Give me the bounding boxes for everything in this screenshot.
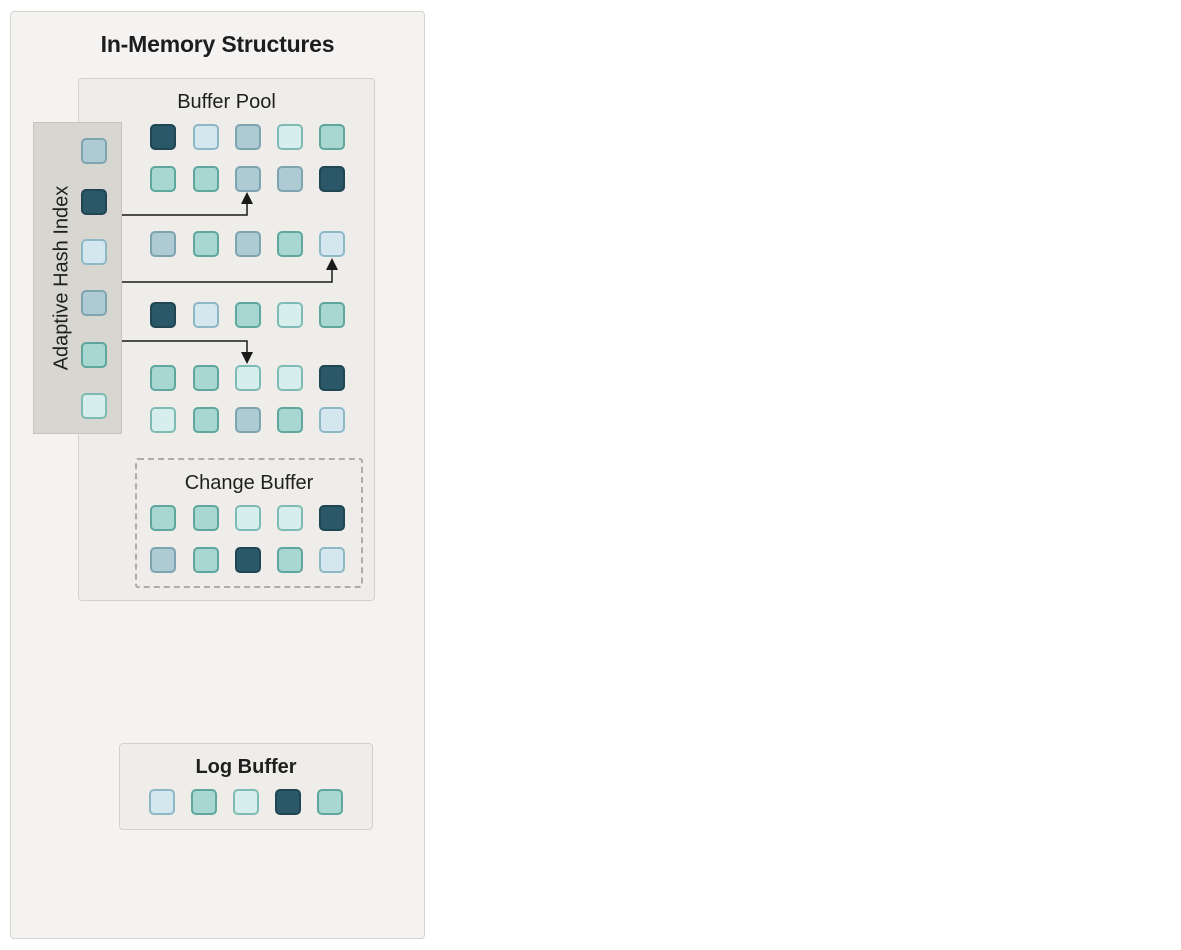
buffer-pool-page — [235, 231, 261, 257]
buffer-pool-page — [235, 302, 261, 328]
hash-index-page — [81, 138, 107, 164]
buffer-pool-page — [235, 166, 261, 192]
change-buffer-label: Change Buffer — [184, 472, 314, 494]
buffer-pool-page — [150, 407, 176, 433]
buffer-pool-page — [277, 365, 303, 391]
buffer-pool-page — [319, 166, 345, 192]
buffer-pool-page — [193, 231, 219, 257]
hash-index-page — [81, 239, 107, 265]
change-buffer-box: Change Buffer — [135, 458, 363, 588]
change-buffer-page — [319, 547, 345, 573]
buffer-pool-page — [193, 407, 219, 433]
log-buffer-page — [275, 789, 301, 815]
diagram-title: In-Memory Structures — [100, 31, 335, 57]
change-buffer-page — [235, 505, 261, 531]
adaptive-hash-index-box: Adaptive Hash Index — [33, 122, 122, 434]
buffer-pool-page — [150, 302, 176, 328]
buffer-pool-page — [193, 365, 219, 391]
buffer-pool-page — [277, 231, 303, 257]
hash-index-page — [81, 290, 107, 316]
buffer-pool-page — [150, 231, 176, 257]
buffer-pool-page — [193, 166, 219, 192]
buffer-pool-page — [277, 407, 303, 433]
buffer-pool-page — [150, 166, 176, 192]
hash-index-page — [81, 342, 107, 368]
buffer-pool-page — [235, 407, 261, 433]
log-buffer-box: Log Buffer — [119, 743, 373, 830]
change-buffer-page — [235, 547, 261, 573]
change-buffer-page — [193, 547, 219, 573]
buffer-pool-page — [319, 407, 345, 433]
buffer-pool-page — [319, 231, 345, 257]
buffer-pool-label: Buffer Pool — [177, 91, 276, 113]
log-buffer-page — [191, 789, 217, 815]
buffer-pool-page — [150, 124, 176, 150]
change-buffer-page — [193, 505, 219, 531]
log-buffer-label: Log Buffer — [195, 756, 297, 778]
change-buffer-page — [277, 505, 303, 531]
buffer-pool-page — [319, 124, 345, 150]
change-buffer-page — [150, 547, 176, 573]
buffer-pool-page — [193, 302, 219, 328]
buffer-pool-page — [235, 124, 261, 150]
log-buffer-page — [233, 789, 259, 815]
buffer-pool-page — [277, 302, 303, 328]
buffer-pool-page — [235, 365, 261, 391]
adaptive-hash-index-label: Adaptive Hash Index — [50, 185, 73, 371]
change-buffer-page — [277, 547, 303, 573]
log-buffer-page — [317, 789, 343, 815]
change-buffer-page — [150, 505, 176, 531]
buffer-pool-page — [277, 166, 303, 192]
hash-index-page — [81, 189, 107, 215]
buffer-pool-page — [277, 124, 303, 150]
buffer-pool-page — [150, 365, 176, 391]
log-buffer-page — [149, 789, 175, 815]
buffer-pool-page — [319, 365, 345, 391]
change-buffer-page — [319, 505, 345, 531]
buffer-pool-page — [319, 302, 345, 328]
buffer-pool-page — [193, 124, 219, 150]
hash-index-page — [81, 393, 107, 419]
